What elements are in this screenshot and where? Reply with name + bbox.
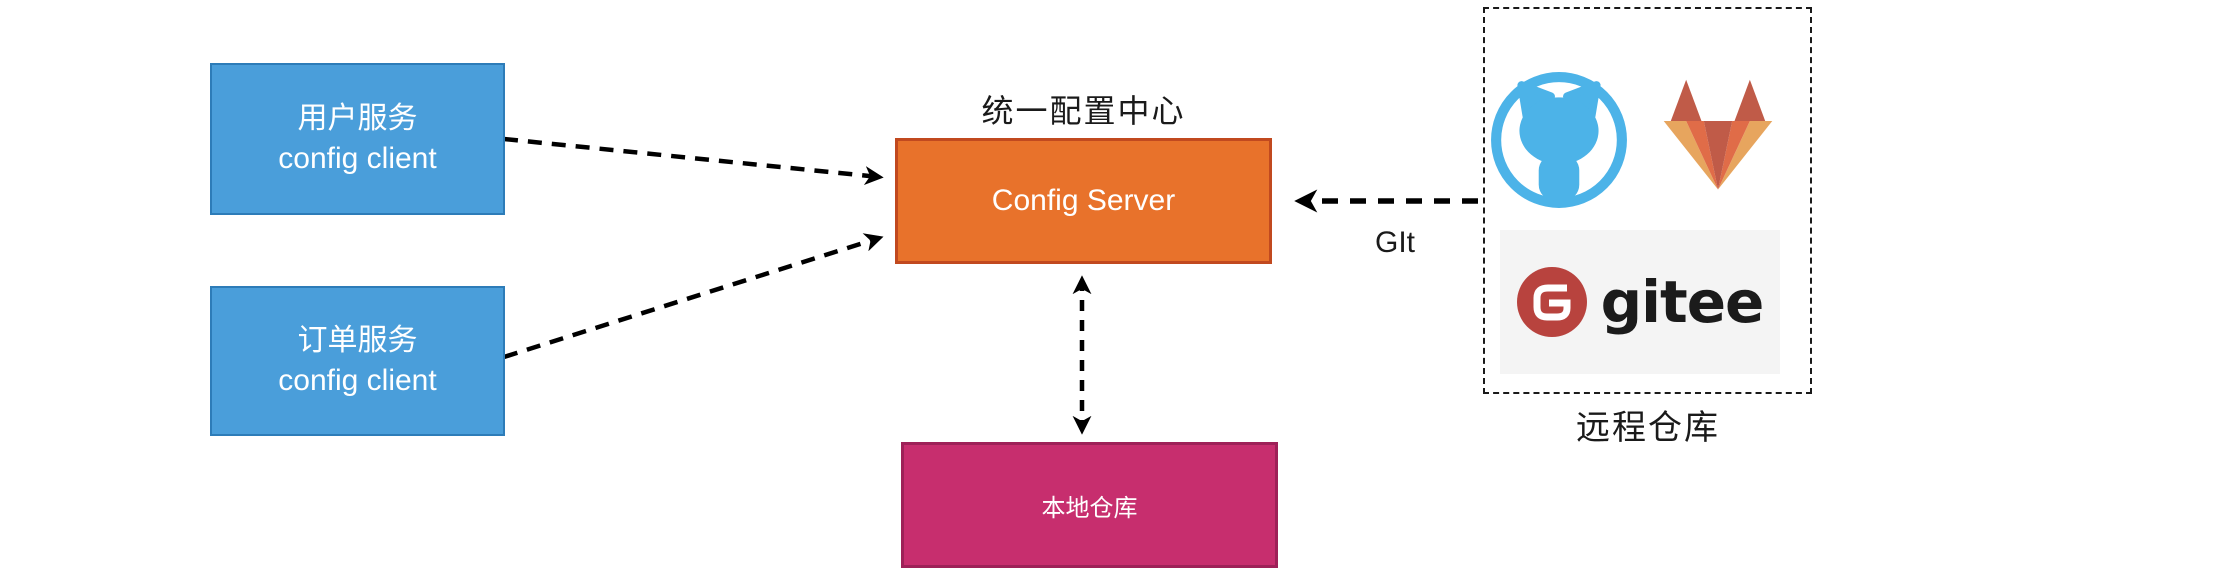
local-repo-label: 本地仓库 bbox=[1041, 494, 1138, 522]
remote-repo-group: gitee bbox=[1483, 7, 1812, 394]
node-config-server: Config Server bbox=[895, 138, 1272, 264]
edge-user-to-server bbox=[503, 136, 884, 185]
user-service-title: 用户服务 bbox=[297, 102, 418, 135]
remote-repo-caption: 远程仓库 bbox=[1576, 409, 1720, 447]
gitee-wordmark: gitee bbox=[1600, 268, 1765, 336]
gitee-icon bbox=[1516, 267, 1587, 337]
order-service-title: 订单服务 bbox=[297, 324, 418, 357]
node-order-service: 订单服务 config client bbox=[210, 286, 505, 436]
gitlab-icon bbox=[1663, 79, 1773, 190]
node-local-repo: 本地仓库 bbox=[901, 442, 1278, 568]
user-service-subtitle: config client bbox=[278, 142, 437, 175]
github-icon bbox=[1491, 72, 1627, 208]
node-user-service: 用户服务 config client bbox=[210, 63, 505, 215]
config-server-label: Config Server bbox=[991, 184, 1176, 217]
order-service-subtitle: config client bbox=[278, 364, 437, 397]
gitee-logo: gitee bbox=[1500, 230, 1780, 374]
config-center-caption: 统一配置中心 bbox=[981, 93, 1186, 129]
edge-order-to-server bbox=[503, 233, 884, 360]
git-arrow-label: GIt bbox=[1374, 226, 1415, 259]
